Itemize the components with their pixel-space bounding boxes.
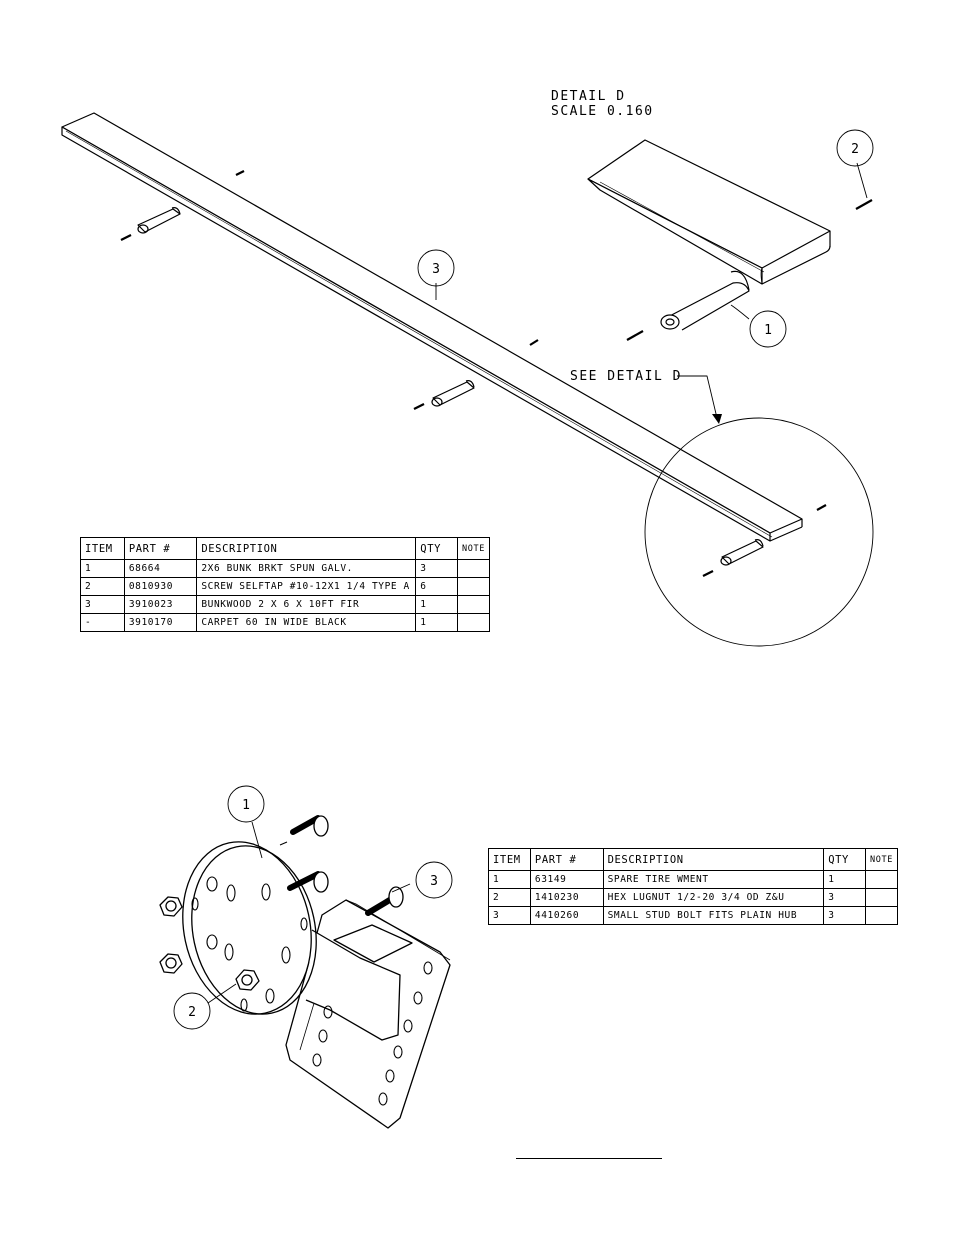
bracket-left [137,207,181,234]
cell-description: HEX LUGNUT 1/2-20 3/4 OD Z&U [602,888,825,907]
header-note: NOTE [456,537,491,560]
bracket-middle [431,380,475,407]
table-row: 1 68664 2X6 BUNK BRKT SPUN GALV. 3 [80,559,491,578]
parts-list-top: ITEM PART # DESCRIPTION QTY NOTE 1 68664… [80,537,491,632]
table-row: - 3910170 CARPET 60 IN WIDE BLACK 1 [80,613,491,632]
cell-qty: 3 [415,559,458,578]
cell-qty: 3 [823,888,866,907]
table-row: 2 0810930 SCREW SELFTAP #10-12X1 1/4 TYP… [80,577,491,596]
bracket-right [720,539,764,566]
parts-list-bottom: ITEM PART # DESCRIPTION QTY NOTE 1 63149… [488,848,899,925]
parts-list-header: ITEM PART # DESCRIPTION QTY NOTE [80,537,491,560]
balloon-3-circle [415,861,453,899]
balloon-2-circle [836,129,874,167]
cell-part: 0810930 [123,577,198,596]
header-part: PART # [123,537,198,560]
cell-description: 2X6 BUNK BRKT SPUN GALV. [196,559,417,578]
detail-board-end [587,139,831,285]
hub-disc [182,841,317,1015]
table-row: 2 1410230 HEX LUGNUT 1/2-20 3/4 OD Z&U 3 [488,888,899,907]
cell-item: 2 [488,888,531,907]
table-row: 1 63149 SPARE TIRE WMENT 1 [488,870,899,889]
balloon-3-label: 3 [432,262,440,277]
cell-item: 3 [80,595,125,614]
underline-rule [516,1158,662,1159]
header-part: PART # [529,848,604,871]
hex-lugnut-icon [159,896,260,991]
cell-part: 4410260 [529,906,604,925]
header-item: ITEM [488,848,531,871]
table-row: 3 3910023 BUNKWOOD 2 X 6 X 10FT FIR 1 [80,595,491,614]
spare-tire-mount-drawing: 1 3 2 [159,785,453,1129]
header-description: DESCRIPTION [196,537,417,560]
cell-part: 3910170 [123,613,198,632]
detail-bracket [660,270,750,331]
cell-description: SPARE TIRE WMENT [602,870,825,889]
balloon-2-label: 2 [188,1005,196,1020]
screw-icon [120,170,873,577]
cell-note [456,595,491,614]
cell-note [864,870,899,889]
balloon-1-label: 1 [242,798,250,813]
cell-qty: 3 [823,906,866,925]
cell-qty: 1 [415,595,458,614]
header-qty: QTY [823,848,866,871]
cell-description: SMALL STUD BOLT FITS PLAIN HUB [602,906,825,925]
table-row: 3 4410260 SMALL STUD BOLT FITS PLAIN HUB… [488,906,899,925]
header-qty: QTY [415,537,458,560]
cell-note [456,577,491,596]
balloon-3-circle [417,249,455,287]
disc-hole-icon [191,876,308,1012]
cell-part: 68664 [123,559,198,578]
cell-qty: 1 [823,870,866,889]
cell-item: 2 [80,577,125,596]
balloon-1-circle [749,310,787,348]
see-detail-leader [677,375,718,419]
header-item: ITEM [80,537,125,560]
header-note: NOTE [864,848,899,871]
cell-part: 1410230 [529,888,604,907]
balloon-2-circle [173,992,211,1030]
cell-item: 1 [488,870,531,889]
cell-description: CARPET 60 IN WIDE BLACK [196,613,417,632]
cell-item: - [80,613,125,632]
cell-description: BUNKWOOD 2 X 6 X 10FT FIR [196,595,417,614]
cell-qty: 1 [415,613,458,632]
parts-list-header: ITEM PART # DESCRIPTION QTY NOTE [488,848,899,871]
header-description: DESCRIPTION [602,848,825,871]
balloon-3-label: 3 [430,874,438,889]
cell-qty: 6 [415,577,458,596]
bunk-board [61,112,803,542]
detail-d-circle [644,417,874,647]
detail-scale: SCALE 0.160 [551,104,654,119]
bracket-hole-icon [312,961,433,1106]
balloon-2-label: 2 [851,142,859,157]
cell-description: SCREW SELFTAP #10-12X1 1/4 TYPE A [196,577,417,596]
cell-note [864,888,899,907]
cell-part: 63149 [529,870,604,889]
mount-bracket [285,899,451,1129]
bunk-assembly-drawing: DETAIL D SCALE 0.160 SEE DETAIL D 3 1 2 [61,89,874,647]
cell-note [864,906,899,925]
cell-note [456,613,491,632]
cell-item: 3 [488,906,531,925]
balloon-1-label: 1 [764,323,772,338]
cell-note [456,559,491,578]
balloon-1-circle [227,785,265,823]
see-detail-label: SEE DETAIL D [570,369,682,384]
detail-title: DETAIL D [551,89,626,104]
cell-item: 1 [80,559,125,578]
cell-part: 3910023 [123,595,198,614]
